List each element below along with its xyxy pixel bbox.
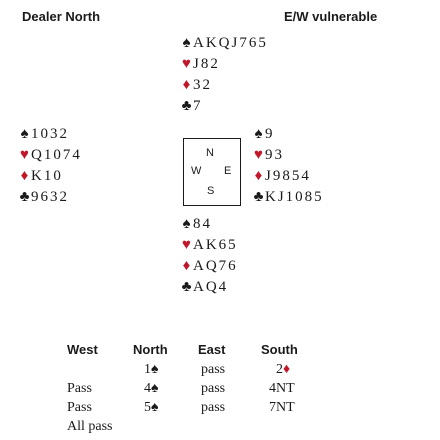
east-diamonds: ♦J9854 bbox=[252, 166, 324, 187]
club-icon: ♣ bbox=[19, 189, 30, 205]
bid-cell: Pass bbox=[67, 381, 92, 396]
west-hand: ♠1032 ♥Q1074 ♦K10 ♣9632 bbox=[18, 124, 82, 208]
west-clubs-cards: 9632 bbox=[31, 189, 69, 205]
west-diamonds: ♦K10 bbox=[18, 166, 82, 187]
club-icon: ♣ bbox=[181, 279, 192, 295]
heart-icon: ♥ bbox=[182, 237, 191, 253]
spade-icon: ♠ bbox=[20, 126, 29, 142]
north-clubs-cards: 7 bbox=[193, 98, 203, 114]
vulnerability-label: E/W vulnerable bbox=[284, 9, 378, 24]
west-diamonds-cards: K10 bbox=[31, 168, 63, 184]
bid-cell: 5♠ bbox=[144, 400, 159, 415]
north-hearts: ♥J82 bbox=[180, 54, 268, 75]
south-diamonds: ♦AQ76 bbox=[180, 256, 238, 277]
north-hearts-cards: J82 bbox=[193, 56, 220, 72]
east-clubs: ♣KJ1085 bbox=[252, 187, 324, 208]
east-diamonds-cards: J9854 bbox=[265, 168, 311, 184]
south-diamonds-cards: AQ76 bbox=[193, 258, 238, 274]
spade-icon: ♠ bbox=[182, 35, 191, 51]
diamond-icon: ♦ bbox=[182, 258, 191, 274]
west-spades: ♠1032 bbox=[18, 124, 82, 145]
east-hearts: ♥93 bbox=[252, 145, 324, 166]
east-hand: ♠9 ♥93 ♦J9854 ♣KJ1085 bbox=[252, 124, 324, 208]
south-hearts-cards: AK65 bbox=[193, 237, 238, 253]
north-hand: ♠AKQJ765 ♥J82 ♦32 ♣7 bbox=[180, 33, 268, 117]
bid-cell: 7NT bbox=[269, 400, 295, 415]
heart-icon: ♥ bbox=[20, 147, 29, 163]
auction-header-east: East bbox=[198, 342, 226, 357]
heart-icon: ♥ bbox=[182, 56, 191, 72]
east-hearts-cards: 93 bbox=[265, 147, 284, 163]
south-clubs-cards: AQ4 bbox=[193, 279, 229, 295]
spade-icon: ♠ bbox=[182, 216, 191, 232]
compass-box: N W E S bbox=[183, 138, 241, 206]
north-diamonds: ♦32 bbox=[180, 75, 268, 96]
auction-header-west: West bbox=[67, 342, 98, 357]
bid-cell: pass bbox=[201, 400, 226, 415]
north-spades-cards: AKQJ765 bbox=[193, 35, 268, 51]
compass-west: W bbox=[191, 165, 202, 177]
spade-icon: ♠ bbox=[254, 126, 263, 142]
auction-header-north: North bbox=[133, 342, 168, 357]
south-hand: ♠84 ♥AK65 ♦AQ76 ♣AQ4 bbox=[180, 214, 238, 298]
west-hearts-cards: Q1074 bbox=[31, 147, 82, 163]
north-diamonds-cards: 32 bbox=[193, 77, 212, 93]
compass-north: N bbox=[206, 147, 214, 159]
south-hearts: ♥AK65 bbox=[180, 235, 238, 256]
diamond-icon: ♦ bbox=[20, 168, 29, 184]
club-icon: ♣ bbox=[181, 98, 192, 114]
bid-cell: 1♠ bbox=[144, 362, 159, 377]
bid-cell: 4NT bbox=[269, 381, 295, 396]
compass-south: S bbox=[207, 185, 215, 197]
west-spades-cards: 1032 bbox=[31, 126, 69, 142]
south-spades-cards: 84 bbox=[193, 216, 212, 232]
diamond-icon: ♦ bbox=[182, 77, 191, 93]
dealer-label: Dealer North bbox=[22, 9, 101, 24]
bid-cell: 4♠ bbox=[144, 381, 159, 396]
bid-cell: Pass bbox=[67, 400, 92, 415]
compass-east: E bbox=[224, 165, 232, 177]
bid-cell: All pass bbox=[67, 419, 113, 434]
east-clubs-cards: KJ1085 bbox=[265, 189, 324, 205]
east-spades: ♠9 bbox=[252, 124, 324, 145]
heart-icon: ♥ bbox=[254, 147, 263, 163]
west-clubs: ♣9632 bbox=[18, 187, 82, 208]
north-spades: ♠AKQJ765 bbox=[180, 33, 268, 54]
south-spades: ♠84 bbox=[180, 214, 238, 235]
west-hearts: ♥Q1074 bbox=[18, 145, 82, 166]
diamond-icon: ♦ bbox=[254, 168, 263, 184]
club-icon: ♣ bbox=[253, 189, 264, 205]
bid-cell: 2♦ bbox=[276, 362, 291, 377]
auction-header-south: South bbox=[261, 342, 298, 357]
bid-cell: pass bbox=[201, 381, 226, 396]
bid-cell: pass bbox=[201, 362, 226, 377]
south-clubs: ♣AQ4 bbox=[180, 277, 238, 298]
east-spades-cards: 9 bbox=[265, 126, 275, 142]
north-clubs: ♣7 bbox=[180, 96, 268, 117]
